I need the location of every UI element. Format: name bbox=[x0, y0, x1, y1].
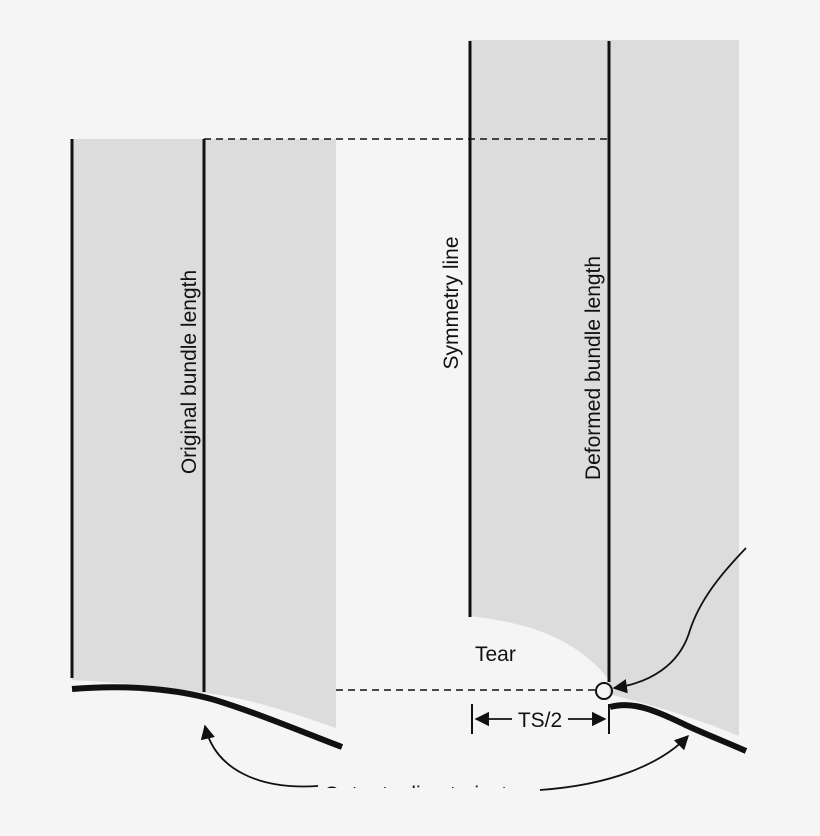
right-tooling-trajectory bbox=[609, 702, 748, 754]
bottom-caption-text: Outer tooling trajectory bbox=[324, 783, 537, 806]
deformed-bundle-length-label: Deformed bundle length bbox=[582, 256, 605, 480]
bottom-caption-clip-group: Outer tooling trajectory bbox=[324, 783, 537, 806]
original-bundle-length-label: Original bundle length bbox=[178, 270, 201, 474]
tear-label: Tear bbox=[475, 643, 516, 666]
symmetry-line-label: Symmetry line bbox=[440, 236, 463, 369]
tear-pointer-arrow bbox=[612, 547, 747, 694]
left-tooling-trajectory bbox=[71, 684, 344, 750]
deformed-bundle-region-left bbox=[469, 40, 609, 680]
tear-point-circle bbox=[595, 682, 613, 700]
right-caption-arrow bbox=[539, 734, 690, 791]
left-caption-arrow bbox=[200, 724, 319, 788]
ts-half-label: TS/2 bbox=[518, 709, 562, 732]
deformed-bundle-region-right bbox=[609, 40, 739, 736]
